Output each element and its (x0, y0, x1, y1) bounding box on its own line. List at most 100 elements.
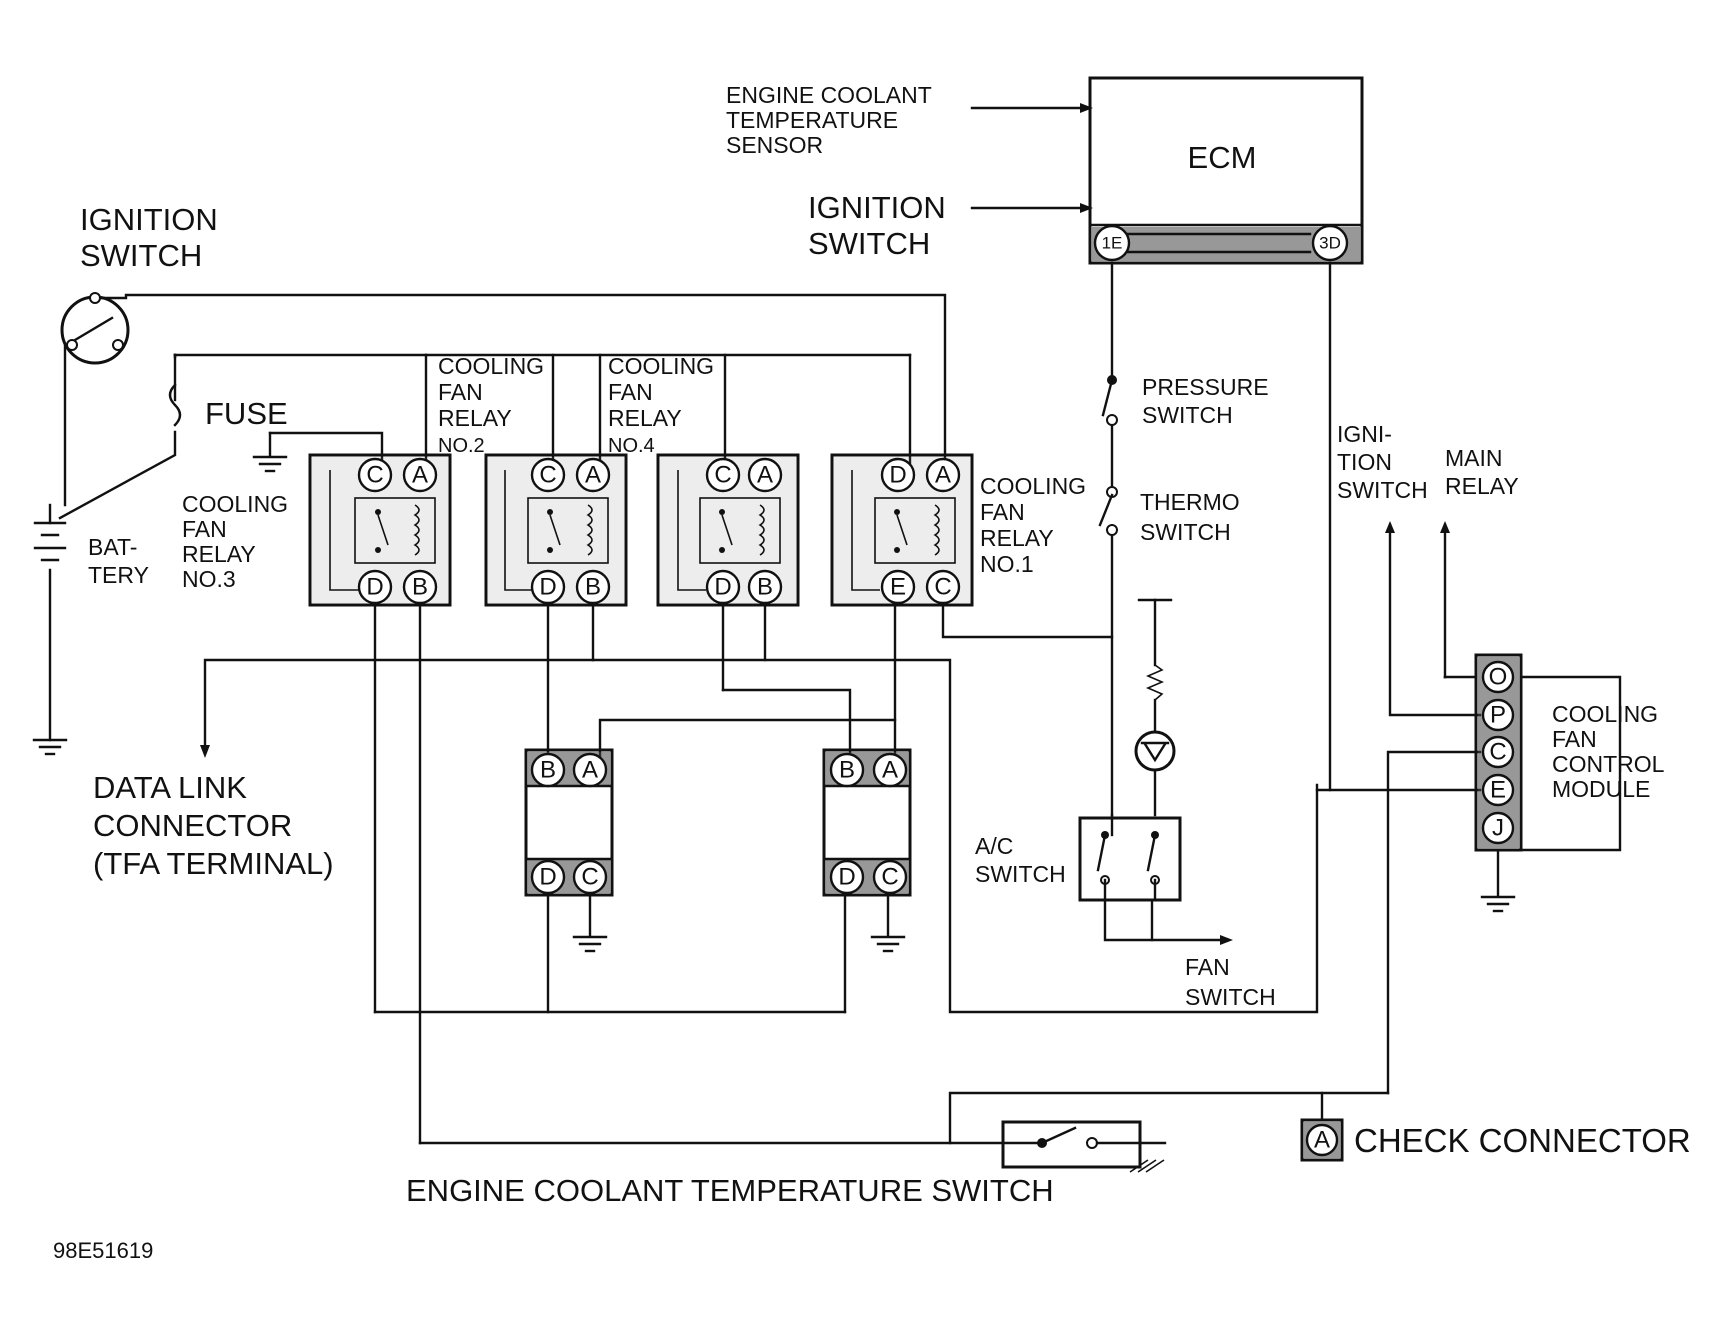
svg-text:P: P (1490, 702, 1506, 729)
arrows (200, 103, 1450, 945)
svg-text:A: A (882, 757, 898, 784)
ecm-box: ECM 1E 3D (1088, 76, 1364, 265)
svg-text:C: C (934, 574, 951, 601)
svg-text:1E: 1E (1102, 234, 1123, 253)
wiring (48, 263, 1622, 1145)
relay4-label: COOLING FAN RELAY NO.4 (608, 353, 720, 457)
relay3-pin-a: A (402, 457, 438, 493)
thermo-switch-symbol (1098, 486, 1118, 536)
relay3-pin-c: C (357, 457, 393, 493)
ect-switch-symbol (1001, 1120, 1165, 1173)
cooling-fan-relay-3: C A D B (308, 453, 452, 607)
motor-left-pin-a: A (572, 752, 608, 788)
module-pin-o: O (1481, 660, 1515, 694)
svg-text:B: B (839, 757, 855, 784)
ect-sensor-label: ENGINE COOLANT TEMPERATURE SENSOR (726, 82, 938, 158)
check-connector: A (1300, 1118, 1344, 1162)
svg-text:B: B (585, 574, 601, 601)
svg-text:C: C (366, 462, 383, 489)
relay2-pin-a: A (575, 457, 611, 493)
svg-text:B: B (412, 574, 428, 601)
ignition-switch-label: IGNITION SWITCH (80, 202, 226, 273)
relay1-pin-c: C (925, 569, 961, 605)
relay4-pin-c: C (705, 457, 741, 493)
ecm-pin-3d: 3D (1311, 224, 1349, 262)
svg-text:D: D (539, 574, 556, 601)
svg-text:B: B (757, 574, 773, 601)
relay1-pin-e: E (880, 569, 916, 605)
relay4-pin-b: B (747, 569, 783, 605)
motor-left-pin-b: B (530, 752, 566, 788)
svg-text:A: A (935, 462, 951, 489)
svg-text:C: C (714, 462, 731, 489)
figure-id: 98E51619 (53, 1238, 153, 1263)
relay3-pin-b: B (402, 569, 438, 605)
fuse-label: FUSE (205, 396, 288, 431)
svg-text:E: E (890, 574, 906, 601)
resistor-symbol (1145, 664, 1165, 701)
relay3-label: COOLING FAN RELAY NO.3 (182, 491, 294, 592)
cooling-fan-relay-2: C A D B (484, 453, 628, 607)
motor-right-pin-a: A (872, 752, 908, 788)
svg-text:3D: 3D (1319, 234, 1341, 253)
thermo-switch-label: THERMO SWITCH (1140, 489, 1246, 545)
pressure-switch-symbol (1101, 375, 1118, 426)
svg-text:D: D (838, 864, 855, 891)
fan-motor-left: B A D C (524, 748, 614, 897)
ac-switch-label: A/C SWITCH (975, 833, 1066, 887)
svg-text:A: A (1314, 1127, 1330, 1154)
module-ignition-label: IGNI- TION SWITCH (1337, 421, 1428, 503)
module-label: COOLING FAN CONTROL MODULE (1552, 701, 1670, 802)
svg-text:E: E (1490, 777, 1506, 804)
ecm-label: ECM (1188, 140, 1257, 175)
relay2-pin-c: C (530, 457, 566, 493)
fuse-symbol (168, 383, 182, 427)
module-pin-j: J (1481, 811, 1515, 845)
motor-left-pin-c: C (572, 859, 608, 895)
indicator-lamp-icon (1134, 730, 1176, 772)
check-connector-label: CHECK CONNECTOR (1354, 1122, 1691, 1159)
ac-switch-symbol (1078, 813, 1182, 902)
svg-text:B: B (540, 757, 556, 784)
relay2-label: COOLING FAN RELAY NO.2 (438, 353, 550, 457)
svg-text:A: A (757, 462, 773, 489)
cooling-fan-relay-1: D A E C (830, 453, 974, 607)
relay1-label: COOLING FAN RELAY NO.1 (980, 473, 1092, 577)
module-pin-c: C (1481, 735, 1515, 769)
main-relay-label: MAIN RELAY (1445, 445, 1519, 499)
cooling-fan-control-module: O P C E J (1474, 653, 1523, 852)
relay2-pin-d: D (530, 569, 566, 605)
svg-text:C: C (881, 864, 898, 891)
ignition-switch-symbol (60, 292, 130, 365)
ground-symbols (32, 455, 1516, 953)
motor-right-pin-d: D (829, 859, 865, 895)
relay3-pin-d: D (357, 569, 393, 605)
svg-text:A: A (585, 462, 601, 489)
relay1-pin-a: A (925, 457, 961, 493)
battery-label: BAT- TERY (88, 534, 149, 588)
motor-right-pin-c: C (872, 859, 908, 895)
fan-switch-label: FAN SWITCH (1185, 954, 1276, 1010)
svg-text:D: D (366, 574, 383, 601)
pressure-switch-label: PRESSURE SWITCH (1142, 374, 1275, 428)
svg-text:O: O (1489, 664, 1508, 691)
data-link-connector-label: DATA LINK CONNECTOR (TFA TERMINAL) (93, 770, 334, 881)
svg-text:C: C (1489, 739, 1506, 766)
relay4-pin-a: A (747, 457, 783, 493)
relay1-pin-d: D (880, 457, 916, 493)
ect-switch-label: ENGINE COOLANT TEMPERATURE SWITCH (406, 1173, 1054, 1208)
ecm-pin-1e: 1E (1093, 224, 1131, 262)
svg-text:A: A (412, 462, 428, 489)
motor-right-pin-b: B (829, 752, 865, 788)
motor-left-pin-d: D (530, 859, 566, 895)
svg-text:A: A (582, 757, 598, 784)
svg-text:J: J (1492, 815, 1504, 842)
fan-motor-right: B A D C (822, 748, 912, 897)
svg-text:D: D (539, 864, 556, 891)
relay2-pin-b: B (575, 569, 611, 605)
svg-text:C: C (539, 462, 556, 489)
svg-text:D: D (714, 574, 731, 601)
module-pin-e: E (1481, 773, 1515, 807)
module-pin-p: P (1481, 698, 1515, 732)
